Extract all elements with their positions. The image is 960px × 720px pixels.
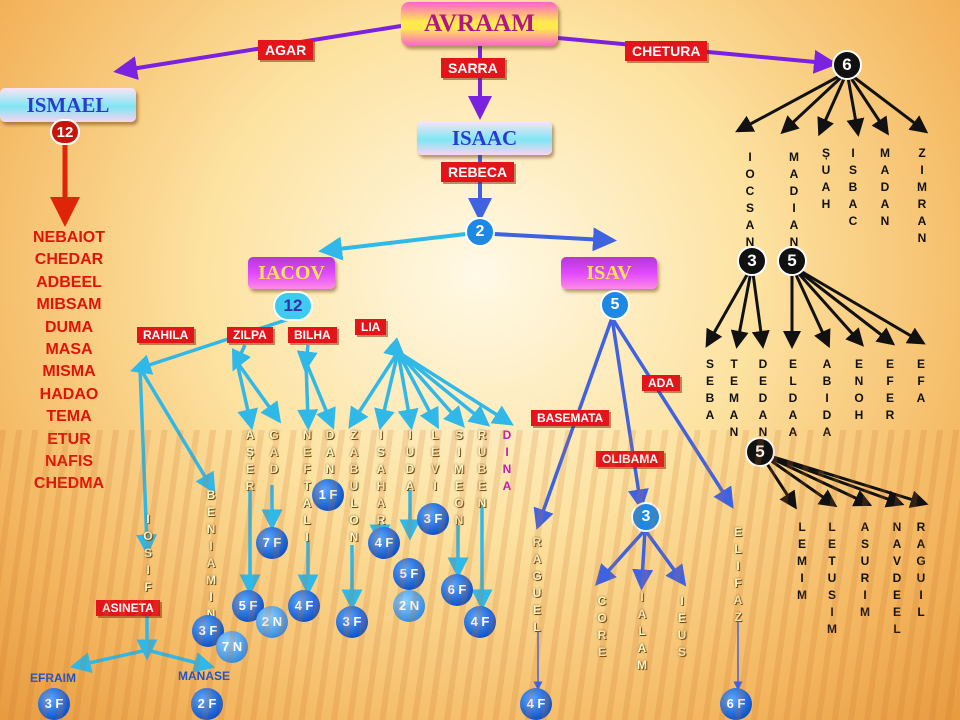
badge-beniamin-n: 7 N xyxy=(216,631,248,663)
badge-isahar: 4 F xyxy=(368,527,400,559)
wife-label-ada: ADA xyxy=(642,375,680,391)
wife-label-zilpa: ZILPA xyxy=(227,327,273,343)
son-seba: SEBA xyxy=(703,357,717,425)
list-item: MASA xyxy=(45,341,93,359)
badge-aser-n: 2 N xyxy=(256,606,288,638)
iocsan-count: 3 xyxy=(737,246,767,276)
iacov-node: IACOV xyxy=(248,257,335,289)
grandson-manase: MANASE xyxy=(178,669,231,683)
list-item: TEMA xyxy=(46,408,92,426)
son-teman: TEMAN xyxy=(727,357,741,442)
avraam-node: AVRAAM xyxy=(401,2,558,46)
iacov-count: 12 xyxy=(273,291,313,321)
wife-label-rebeca: REBECA xyxy=(441,162,515,182)
son-efer: EFER xyxy=(883,357,897,425)
ismael-count: 12 xyxy=(50,119,80,145)
son-madian: MADIAN xyxy=(787,150,801,252)
list-item: NAFIS xyxy=(45,453,93,471)
son-madan: MADAN xyxy=(878,146,892,231)
wife-label-bilha: BILHA xyxy=(288,327,337,343)
isav-count: 5 xyxy=(600,290,630,320)
son-neftali: NEFTALI xyxy=(300,428,314,547)
chetura-count: 6 xyxy=(832,50,862,80)
wife-label-rahila: RAHILA xyxy=(137,327,195,343)
son-enoh: ENOH xyxy=(852,357,866,425)
son-isahar: ISAHAR xyxy=(374,428,388,530)
son-simeon: SIMEON xyxy=(452,428,466,530)
badge-aser-f: 5 F xyxy=(232,590,264,622)
wife-label-olibama: OLIBAMA xyxy=(596,451,664,467)
olibama-count: 3 xyxy=(631,502,661,532)
son-isbac: ISBAC xyxy=(846,146,860,231)
list-item: MIBSAM xyxy=(36,296,102,314)
son-iosif: IOSIF xyxy=(141,512,155,597)
list-item: CHEDMA xyxy=(33,475,105,493)
daughter-dina: DINA xyxy=(500,428,514,496)
son-abida: ABIDA xyxy=(820,357,834,442)
son-dan: DAN xyxy=(323,428,337,479)
son-lemim: LEMIM xyxy=(795,520,809,605)
son-navdeel: NAVDEEL xyxy=(890,520,904,639)
son-ialam: IALAM xyxy=(635,590,649,675)
wife-label-agar: AGAR xyxy=(258,40,314,60)
wife-label-basemata: BASEMATA xyxy=(531,410,610,426)
list-item: NEBAIOT xyxy=(33,229,105,246)
son-efa: EFA xyxy=(914,357,928,408)
list-item: ETUR xyxy=(47,430,91,448)
grandson-efraim: EFRAIM xyxy=(30,671,76,685)
son-iocsan: IOCSAN xyxy=(743,150,757,252)
badge-iuda-n: 2 N xyxy=(393,590,425,622)
isav-node: ISAV xyxy=(561,257,657,289)
list-item: ADBEEL xyxy=(36,273,102,291)
son-letusim: LETUSIM xyxy=(825,520,839,639)
son-ruben: RUBEN xyxy=(475,428,489,513)
badge-zabulon: 3 F xyxy=(336,606,368,638)
son-core: CORE xyxy=(595,594,609,662)
son-raguil: RAGUIL xyxy=(914,520,928,622)
son-zabulon: ZABULON xyxy=(347,428,361,547)
list-item: DUMA xyxy=(45,318,93,336)
son-suah: ȘUAH xyxy=(819,146,833,214)
ismael-sons-list: NEBAIOT CHEDAR ADBEEL MIBSAM DUMA MASA M… xyxy=(14,227,124,496)
list-item: HADAO xyxy=(39,385,99,403)
son-raguel: RAGUEL xyxy=(530,535,544,637)
son-asurim: ASURIM xyxy=(858,520,872,622)
son-ieus: IEUS xyxy=(675,594,689,662)
wife-label-sarra: SARRA xyxy=(441,58,505,78)
badge-efraim: 3 F xyxy=(38,688,70,720)
isaac-count: 2 xyxy=(465,217,495,247)
badge-levi: 3 F xyxy=(417,503,449,535)
lower-five-count: 5 xyxy=(745,437,775,467)
son-beniamin: BENIAMIN xyxy=(204,488,218,624)
list-item: MISMA xyxy=(42,363,96,381)
son-gad: GAD xyxy=(267,428,281,479)
list-item: CHEDAR xyxy=(34,251,104,269)
son-elifaz: ELIFAZ xyxy=(731,525,745,627)
son-levi: LEVI xyxy=(428,428,442,496)
son-aser: AȘER xyxy=(243,428,257,496)
badge-elifaz: 6 F xyxy=(720,688,752,720)
badge-iuda-f: 5 F xyxy=(393,558,425,590)
badge-ruben: 4 F xyxy=(464,606,496,638)
ismael-node: ISMAEL xyxy=(0,88,136,122)
wife-label-lia: LIA xyxy=(355,319,387,335)
madian-count: 5 xyxy=(777,246,807,276)
wife-label-chetura: CHETURA xyxy=(625,41,708,61)
wife-label-asineta: ASINETA xyxy=(96,600,160,616)
son-iuda: IUDA xyxy=(403,428,417,496)
badge-manase: 2 F xyxy=(191,688,223,720)
son-dedan: DEDAN xyxy=(756,357,770,442)
son-eldaa: ELDAA xyxy=(786,357,800,442)
badge-neftali: 4 F xyxy=(288,590,320,622)
badge-raguel: 4 F xyxy=(520,688,552,720)
badge-simeon: 6 F xyxy=(441,574,473,606)
isaac-node: ISAAC xyxy=(417,121,552,155)
son-zimran: ZIMRAN xyxy=(915,146,929,248)
badge-dan: 1 F xyxy=(312,479,344,511)
badge-gad: 7 F xyxy=(256,527,288,559)
